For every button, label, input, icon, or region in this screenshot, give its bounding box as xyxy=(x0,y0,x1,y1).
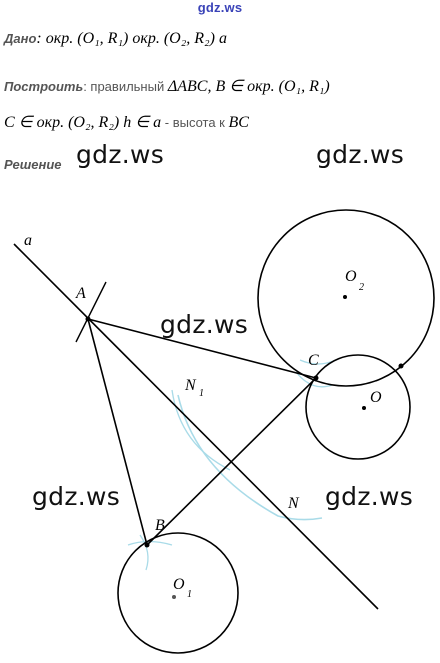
construct2-text-tail: BC xyxy=(228,114,249,131)
construction-arc-b2 xyxy=(139,534,149,571)
construct2-text-math: C ∈ окр. (O₂, R₂) h ∈ a xyxy=(4,114,162,131)
point-a xyxy=(85,316,91,322)
label-c: C xyxy=(308,352,319,369)
label-b: B xyxy=(155,517,165,534)
given-text: : окр. (O₁, R₁) окр. (O₂, R₂) a xyxy=(36,30,227,47)
point-o1 xyxy=(172,595,176,599)
line-a xyxy=(13,243,379,610)
given-label: Дано xyxy=(4,31,37,46)
construct-line: Построить: правильный ΔABC, B ∈ окр. (O₁… xyxy=(4,76,330,96)
circle-o xyxy=(305,354,411,460)
watermark-5: gdz.ws xyxy=(325,482,414,511)
construction-arc-n xyxy=(177,394,323,521)
label-n: N xyxy=(287,495,300,512)
watermark-4: gdz.ws xyxy=(32,482,121,511)
label-n1: N xyxy=(184,377,197,394)
label-line-a: a xyxy=(24,232,32,249)
circle-o1 xyxy=(117,532,239,654)
solution-label: Решение xyxy=(4,157,62,172)
label-o1-sub: 1 xyxy=(187,589,192,600)
arc-mark-a xyxy=(75,281,107,343)
label-o: O xyxy=(370,389,382,406)
point-o2 xyxy=(343,295,347,299)
segment-ac xyxy=(87,318,317,379)
label-n1-sub: 1 xyxy=(199,388,204,399)
label-o2-sub: 2 xyxy=(359,282,364,293)
circle-o2 xyxy=(257,209,435,387)
construct-text-gray: : правильный xyxy=(83,79,168,94)
point-c xyxy=(313,375,319,381)
watermark-2: gdz.ws xyxy=(316,140,405,169)
given-line: Дано: окр. (O₁, R₁) окр. (O₂, R₂) a xyxy=(4,30,227,48)
construct-label: Построить xyxy=(4,79,84,94)
segment-ab xyxy=(87,318,148,546)
segment-bc xyxy=(146,377,317,546)
construction-arc-n1 xyxy=(171,389,231,471)
construct-line-2: C ∈ окр. (O₂, R₂) h ∈ a - высота к BC xyxy=(4,112,249,132)
site-header-label: gdz.ws xyxy=(197,0,243,15)
label-o1: O xyxy=(173,576,185,593)
construction-arc-b xyxy=(127,540,173,546)
watermark-3: gdz.ws xyxy=(160,310,249,339)
label-a: A xyxy=(75,285,86,302)
construction-arc-c xyxy=(295,371,333,388)
construct-text-math: ΔABC, B ∈ окр. (O₁, R₁) xyxy=(167,78,330,95)
point-intersection xyxy=(398,363,404,369)
watermark-1: gdz.ws xyxy=(76,140,165,169)
label-o2: O xyxy=(345,268,357,285)
point-b xyxy=(144,542,150,548)
solution-line: Решение xyxy=(4,156,62,173)
construct2-text-gray: - высота к xyxy=(161,115,229,130)
point-o xyxy=(362,406,366,410)
